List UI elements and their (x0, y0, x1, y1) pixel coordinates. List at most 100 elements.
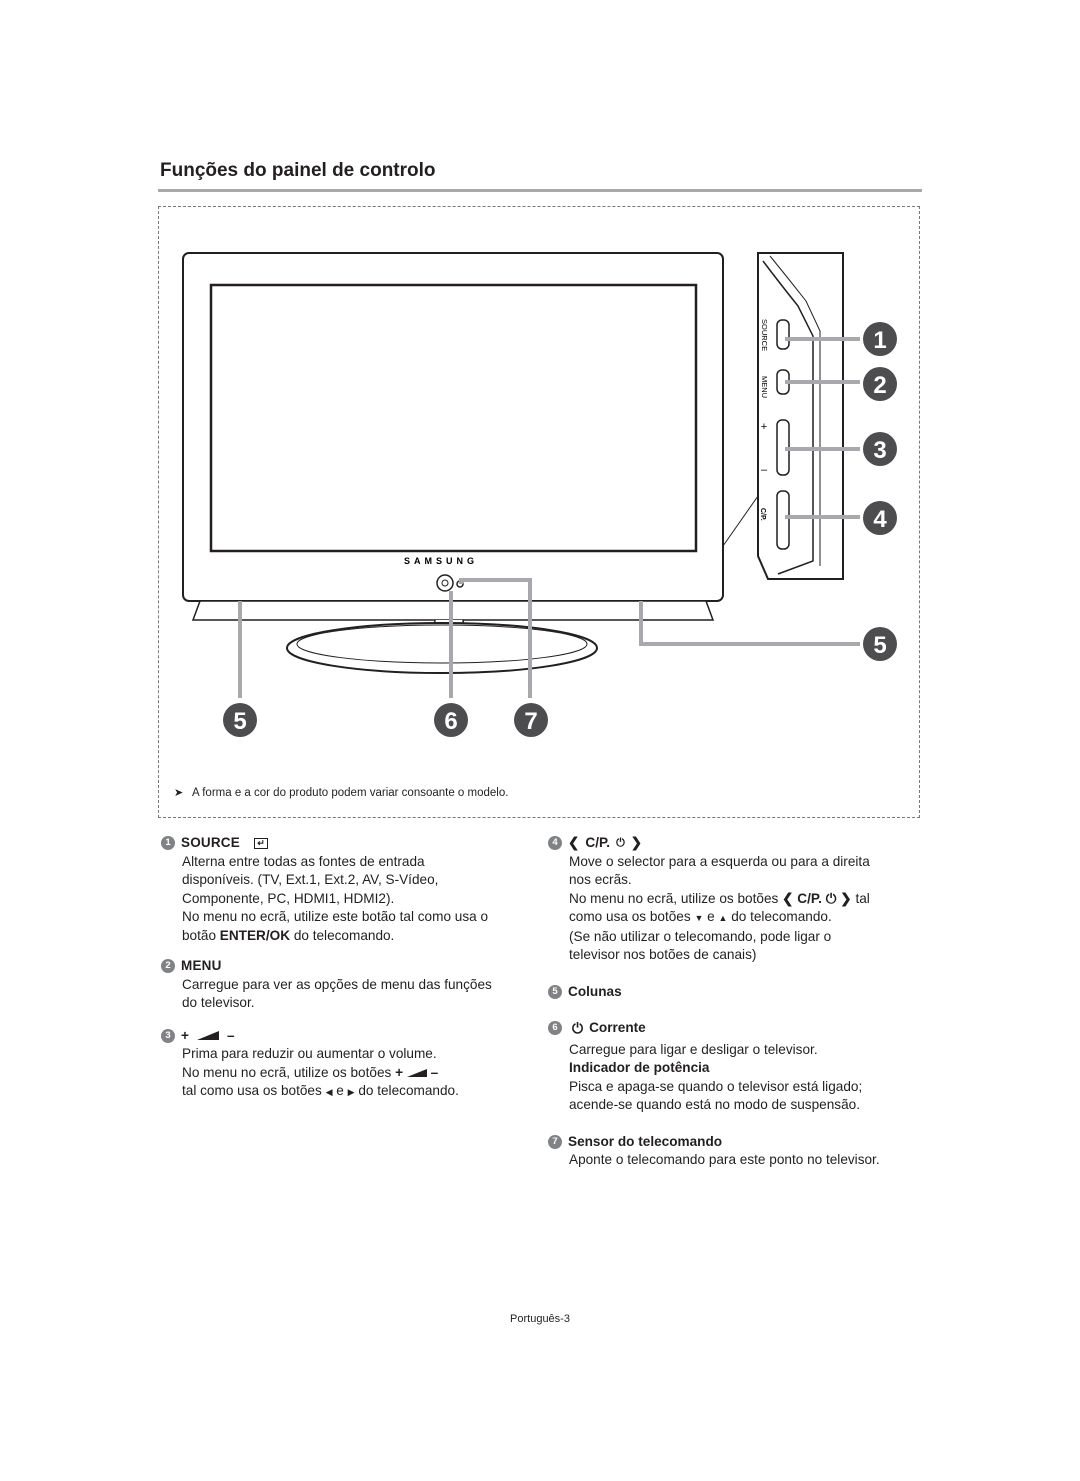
left-column: 1 SOURCE ↵ Alterna entre todas as fontes… (161, 834, 521, 1102)
item-number: 7 (548, 1134, 562, 1149)
callout-5-right-label: 5 (873, 632, 886, 659)
item-volume-body: Prima para reduzir ou aumentar o volume.… (182, 1045, 521, 1102)
figure-note: ➤ A forma e a cor do produto podem variar… (174, 786, 508, 799)
tv-illustration: SAMSUNG SOURCE MENU + – C/P. 1 2 3 (182, 252, 897, 737)
stand-base-inner (296, 624, 588, 664)
text-line: Alterna entre todas as fontes de entrada (182, 853, 425, 869)
text-line: Move o selector para a esquerda ou para … (569, 853, 870, 869)
note-arrow-icon: ➤ (174, 787, 184, 799)
item-source-body: Alterna entre todas as fontes de entrada… (182, 853, 521, 946)
item-head: Sensor do telecomando (568, 1133, 723, 1149)
item-remote-sensor-body: Aponte o telecomando para este ponto no … (569, 1151, 918, 1170)
text-line: tal como usa os botões ◀ e ▶ do telecoma… (182, 1083, 459, 1098)
callout-lines (238, 337, 860, 698)
text-line: botão ENTER/OK do telecomando. (182, 927, 395, 943)
volume-icon (406, 1068, 427, 1077)
callout-4-label: 4 (873, 506, 887, 533)
text-line: televisor nos botões de canais) (569, 947, 757, 962)
text-line: Carregue para ligar e desligar o televis… (569, 1041, 818, 1057)
item-head: Colunas (568, 983, 622, 999)
callout-7 (514, 703, 548, 737)
side-label-cp: C/P. (759, 508, 766, 521)
right-arrow-icon: ▶ (347, 1087, 355, 1097)
sub-heading: Indicador de potência (569, 1060, 710, 1075)
text-line: como usa os botões ▼ e ▲ do telecomando. (569, 909, 832, 924)
side-label-plus: + (761, 421, 767, 433)
item-menu-body: Carregue para ver as opções de menu das … (182, 976, 521, 1013)
item-source: 1 SOURCE ↵ (161, 834, 521, 853)
side-label-minus: – (761, 464, 768, 476)
item-menu: 2 MENU (161, 957, 521, 976)
text-line: Pisca e apaga-se quando o televisor está… (569, 1078, 863, 1094)
item-remote-sensor: 7 Sensor do telecomando (548, 1133, 918, 1152)
power-button (436, 574, 454, 592)
source-icon: ↵ (253, 837, 268, 849)
channel-side-button (776, 490, 790, 550)
item-number: 2 (161, 959, 175, 974)
callout-1 (863, 322, 897, 356)
figure-frame (158, 206, 920, 818)
power-icon (441, 579, 449, 587)
side-label-menu: MENU (760, 376, 769, 398)
side-panel (757, 252, 844, 580)
item-number: 1 (161, 836, 175, 851)
text-line: do televisor. (182, 995, 255, 1010)
callout-2 (863, 367, 897, 401)
callout-6-label: 6 (444, 708, 457, 735)
minus-symbol: – (226, 1027, 235, 1043)
item-volume: 3 + – (161, 1027, 521, 1046)
side-label-source: SOURCE (760, 319, 769, 351)
text-line: Componente, PC, HDMI1, HDMI2). (182, 890, 395, 906)
item-number: 4 (548, 836, 562, 851)
item-channel-body: Move o selector para a esquerda ou para … (569, 853, 918, 965)
down-arrow-icon: ▼ (694, 913, 704, 923)
text-line: disponíveis. (TV, Ext.1, Ext.2, AV, S-Ví… (182, 872, 439, 887)
chevron-right-icon: ❯ (630, 835, 643, 850)
item-power: 6 ⏻ Corrente (548, 1019, 918, 1038)
volume-icon (196, 1031, 219, 1041)
text-line: (Se não utilizar o telecomando, pode lig… (569, 928, 832, 944)
stand-base (286, 622, 598, 674)
item-head: Corrente (589, 1020, 646, 1035)
callout-2-label: 2 (873, 372, 886, 399)
text-line: acende-se quando está no modo de suspens… (569, 1097, 860, 1112)
item-power-body: Carregue para ligar e desligar o televis… (569, 1041, 918, 1115)
callout-1-label: 1 (873, 327, 886, 354)
callout-3-label: 3 (873, 437, 886, 464)
item-head: MENU (181, 958, 222, 973)
page-title: Funções do painel de controlo (160, 160, 436, 181)
power-icon: ⏻ (616, 837, 625, 849)
page-footer: Português-3 (510, 1313, 570, 1325)
power-icon: ⏻ (572, 1020, 584, 1036)
text-line: nos ecrãs. (569, 872, 632, 887)
brand-logo: SAMSUNG (404, 556, 478, 566)
item-number: 5 (548, 984, 562, 999)
item-speakers: 5 Colunas (548, 983, 918, 1002)
item-channel: 4 ❮ C/P. ⏻ ❯ (548, 834, 918, 853)
text-line: Prima para reduzir ou aumentar o volume. (182, 1046, 437, 1061)
item-head: C/P. (585, 835, 611, 850)
chevron-left-icon: ❮ (568, 835, 580, 850)
right-column: 4 ❮ C/P. ⏻ ❯ Move o selector para a esqu… (548, 834, 918, 1170)
text-line: No menu no ecrã, utilize este botão tal … (182, 909, 489, 924)
plus-symbol: + (181, 1027, 189, 1043)
callout-5-left (223, 703, 257, 737)
callout-5-left-label: 5 (233, 708, 246, 735)
item-number: 3 (161, 1028, 175, 1043)
text-line: Carregue para ver as opções de menu das … (182, 976, 492, 992)
callout-4 (863, 501, 897, 535)
title-rule (158, 189, 922, 192)
item-number: 6 (548, 1021, 562, 1036)
source-side-button (776, 319, 790, 350)
callout-5-right (863, 627, 897, 661)
tv-screen (209, 283, 698, 553)
item-head: SOURCE (181, 835, 240, 850)
text-line: Aponte o telecomando para este ponto no … (569, 1152, 880, 1167)
callout-3 (863, 432, 897, 466)
callout-6 (434, 703, 468, 737)
note-text: A forma e a cor do produto podem variar … (192, 787, 509, 799)
callout-7-label: 7 (524, 708, 537, 735)
text-line: No menu no ecrã, utilize os botões + – (182, 1064, 439, 1080)
up-arrow-icon: ▲ (718, 913, 728, 923)
left-arrow-icon: ◀ (325, 1087, 333, 1097)
